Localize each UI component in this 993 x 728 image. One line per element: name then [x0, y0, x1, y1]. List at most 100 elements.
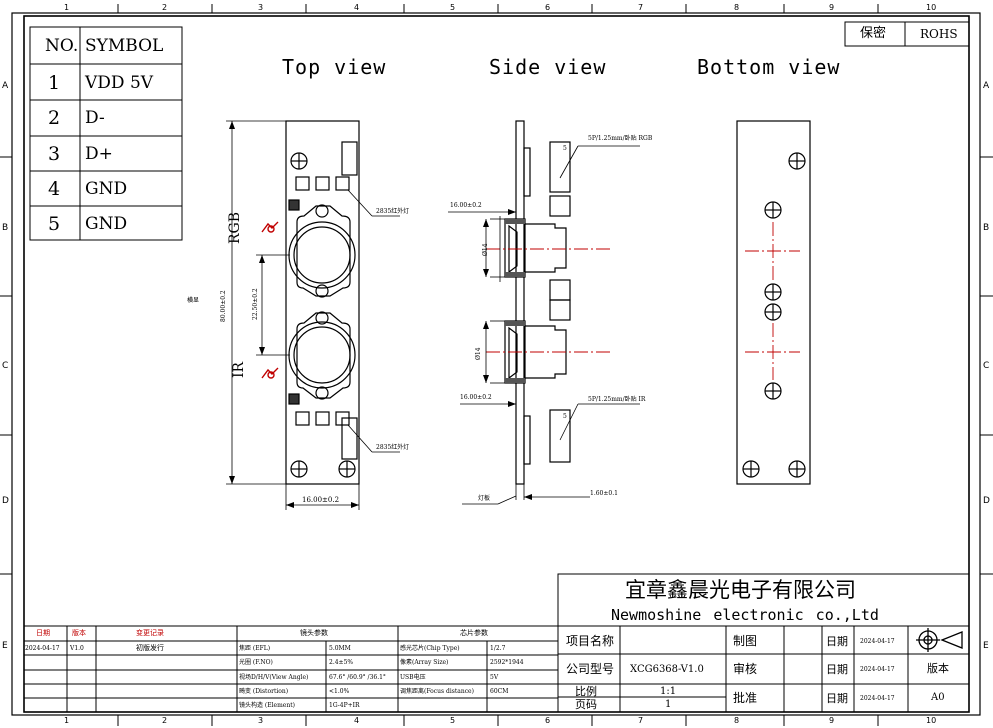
label-rgb: RGB	[227, 211, 243, 244]
col-label: 6	[545, 716, 551, 725]
callout-connector-ir: 5P/1.25mm/卧贴 IR	[588, 396, 646, 403]
dia-bottom: Ø14	[475, 347, 482, 360]
col-label: 9	[829, 716, 835, 725]
col-label: 8	[734, 3, 740, 12]
dim-height: 80.00±0.2	[220, 290, 227, 322]
col-label: 1	[64, 3, 70, 12]
lens-param-name: 镜头构造 (Element)	[239, 702, 295, 709]
col-label: 7	[638, 3, 644, 12]
pin-symbol: GND	[85, 179, 128, 199]
checked-by-label: 审核	[733, 662, 758, 676]
rev-change: 初版发行	[136, 644, 164, 652]
col-label: 5	[450, 716, 456, 725]
board-label: 灯板	[478, 495, 491, 502]
scale-value: 1:1	[660, 686, 677, 697]
date-value: 2024-04-17	[860, 638, 895, 645]
orientation-note: 横显	[187, 297, 200, 304]
row-label: D	[983, 496, 990, 506]
col-label: 1	[64, 716, 70, 725]
approved-by-label: 批准	[733, 691, 758, 705]
row-label: C	[2, 361, 9, 371]
chip-param-value: 2592*1944	[490, 659, 524, 666]
row-label: B	[2, 223, 9, 233]
date-value: 2024-04-17	[860, 695, 895, 702]
dim-16-top: 16.00±0.2	[450, 202, 482, 209]
chip-param-name: 像素(Array Size)	[400, 659, 449, 666]
chip-param-name: 感光芯片(Chip Type)	[400, 645, 460, 652]
conn-pin-count: 5	[563, 145, 567, 152]
lens-param-name: 光圈 (F.NO)	[239, 659, 273, 666]
row-label: C	[983, 361, 990, 371]
col-label: 10	[926, 716, 937, 725]
col-label: 3	[258, 716, 264, 725]
row-label: B	[983, 223, 990, 233]
chip-param-name: USB电压	[400, 674, 426, 681]
scale-label: 比例	[575, 685, 597, 698]
col-label: 9	[829, 3, 835, 12]
date-label: 日期	[826, 692, 848, 705]
row-label: A	[983, 81, 990, 91]
version-value: A0	[931, 692, 945, 703]
row-label: E	[2, 641, 8, 651]
date-label: 日期	[826, 635, 848, 648]
col-label: 6	[545, 3, 551, 12]
dim-width: 16.00±0.2	[302, 496, 340, 504]
lens-param-value: 67.6° /60.9° /36.1°	[329, 674, 386, 681]
row-label: D	[2, 496, 9, 506]
col-label: 4	[354, 3, 360, 12]
label-ir: IR	[231, 361, 247, 378]
callout-connector-rgb: 5P/1.25mm/卧贴 RGB	[588, 135, 653, 142]
pin-number: 3	[48, 143, 61, 165]
pin-symbol: VDD 5V	[85, 73, 154, 93]
lens-param-name: 焦距 (EFL)	[239, 645, 271, 652]
chip-param-value: 1/2.7	[490, 645, 506, 652]
pin-symbol: D-	[85, 108, 105, 128]
lens-param-name: 视场D/H/V(View Angle)	[239, 674, 309, 681]
col-label: 3	[258, 3, 264, 12]
drawn-by-label: 制图	[733, 634, 758, 648]
dim-16-bottom: 16.00±0.2	[460, 394, 492, 401]
date-label: 日期	[826, 663, 848, 676]
chip-param-value: 60CM	[490, 688, 509, 695]
conn-pin-count: 5	[563, 413, 567, 420]
rev-header-date: 日期	[36, 629, 50, 637]
side-view-title: Side view	[489, 55, 607, 79]
model-value: XCG6368-V1.0	[630, 664, 704, 675]
chip-param-name: 调焦距离(Focus distance)	[400, 688, 474, 695]
col-label: 2	[162, 3, 168, 12]
lens-params-title: 镜头参数	[300, 629, 328, 637]
callout-led-bottom: 2835红外灯	[376, 444, 410, 451]
col-label: 8	[734, 716, 740, 725]
lens-param-value: <1.0%	[329, 688, 350, 695]
company-name-en: Newmoshine electronic co.,Ltd	[611, 606, 879, 624]
col-label: 10	[926, 3, 937, 12]
row-label: E	[983, 641, 989, 651]
pin-number: 4	[48, 178, 61, 200]
date-value: 2024-04-17	[860, 666, 895, 673]
company-logo-icon	[916, 628, 964, 652]
row-label: A	[2, 81, 9, 91]
page-label: 页码	[575, 698, 597, 711]
company-name-cn: 宜章鑫晨光电子有限公司	[625, 578, 856, 602]
rev-header-version: 版本	[72, 629, 86, 637]
col-label: 4	[354, 716, 360, 725]
dim-pitch: 22.50±0.2	[252, 288, 259, 320]
lens-param-value: 2.4±5%	[329, 659, 354, 666]
pin-number: 5	[48, 213, 61, 235]
rev-version: V1.0	[70, 645, 84, 652]
page-value: 1	[665, 699, 672, 710]
pin-number: 2	[48, 107, 61, 129]
project-name-label: 项目名称	[566, 634, 615, 648]
lens-param-value: 5.0MM	[329, 645, 351, 652]
version-label: 版本	[927, 662, 949, 675]
callout-led-top: 2835红外灯	[376, 208, 410, 215]
lens-param-name: 畸变 (Distortion)	[239, 688, 289, 695]
top-view-title: Top view	[282, 55, 387, 79]
pin-table-header-symbol: SYMBOL	[85, 36, 164, 56]
secrecy-value: ROHS	[920, 27, 958, 41]
chip-params-title: 芯片参数	[460, 629, 488, 637]
model-label: 公司型号	[566, 662, 615, 676]
chip-param-value: 5V	[490, 674, 499, 681]
